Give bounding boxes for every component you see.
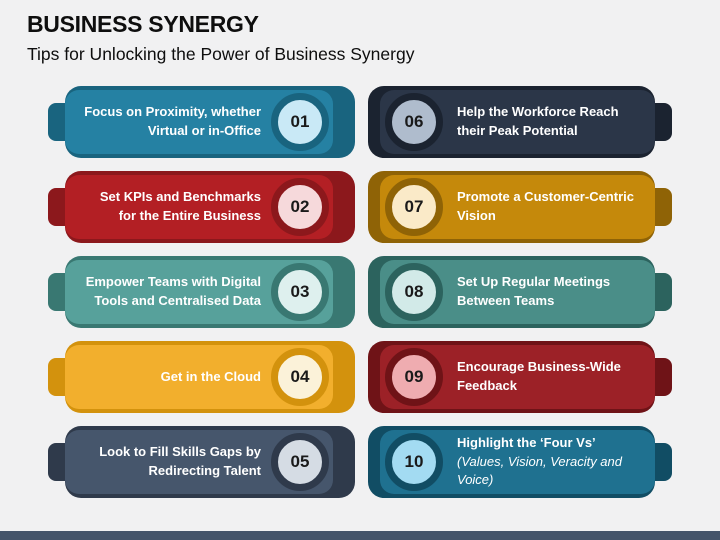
tip-pill: Empower Teams with Digital Tools and Cen… — [65, 260, 333, 324]
tip-text: Help the Workforce Reach their Peak Pote… — [457, 104, 619, 138]
tip-number: 05 — [290, 452, 310, 471]
tip-pill: Set KPIs and Benchmarks for the Entire B… — [65, 175, 333, 239]
tip-text: Focus on Proximity, whether Virtual or i… — [84, 104, 261, 138]
page-subtitle: Tips for Unlocking the Power of Business… — [27, 44, 415, 64]
footer-bar — [0, 531, 720, 540]
tip-number-badge: 09 — [385, 348, 443, 406]
tip-text-italic: (Values, Vision, Veracity and Voice) — [457, 453, 622, 488]
tip-number: 10 — [404, 452, 424, 471]
tip-item-05: Look to Fill Skills Gaps by Redirecting … — [48, 426, 355, 498]
tip-number: 01 — [290, 112, 310, 131]
tip-number-badge: 08 — [385, 263, 443, 321]
tip-item-08: 08 Set Up Regular Meetings Between Teams — [368, 256, 672, 328]
tip-pill: 07 Promote a Customer-Centric Vision — [380, 175, 655, 239]
tip-pill: Focus on Proximity, whether Virtual or i… — [65, 90, 333, 154]
tip-number: 02 — [290, 197, 310, 216]
page-title: BUSINESS SYNERGY — [27, 11, 259, 37]
tip-text-normal: Highlight the ‘Four Vs’ — [457, 434, 595, 450]
tip-item-02: Set KPIs and Benchmarks for the Entire B… — [48, 171, 355, 243]
tip-item-06: 06 Help the Workforce Reach their Peak P… — [368, 86, 672, 158]
tip-item-10: 10 Highlight the ‘Four Vs’ (Values, Visi… — [368, 426, 672, 498]
tip-text: Promote a Customer-Centric Vision — [457, 189, 634, 223]
tip-number-badge: 05 — [271, 433, 329, 491]
tip-pill: 06 Help the Workforce Reach their Peak P… — [380, 90, 655, 154]
tip-item-09: 09 Encourage Business-Wide Feedback — [368, 341, 672, 413]
tip-text: Highlight the ‘Four Vs’ (Values, Vision,… — [443, 434, 645, 491]
tip-number-badge: 04 — [271, 348, 329, 406]
tip-text: Look to Fill Skills Gaps by Redirecting … — [99, 444, 261, 478]
tip-number: 04 — [290, 367, 310, 386]
tip-pill: 10 Highlight the ‘Four Vs’ (Values, Visi… — [380, 430, 655, 494]
tip-number-badge: 10 — [385, 433, 443, 491]
tip-text: Encourage Business-Wide Feedback — [457, 359, 621, 393]
tip-number: 09 — [404, 367, 424, 386]
tip-pill: 08 Set Up Regular Meetings Between Teams — [380, 260, 655, 324]
tip-pill: 09 Encourage Business-Wide Feedback — [380, 345, 655, 409]
tip-number-badge: 07 — [385, 178, 443, 236]
tip-text: Get in the Cloud — [160, 368, 261, 384]
tip-number: 06 — [404, 112, 424, 131]
tip-number-badge: 01 — [271, 93, 329, 151]
tip-number-badge: 03 — [271, 263, 329, 321]
tip-item-01: Focus on Proximity, whether Virtual or i… — [48, 86, 355, 158]
tip-item-03: Empower Teams with Digital Tools and Cen… — [48, 256, 355, 328]
tip-text: Set Up Regular Meetings Between Teams — [457, 274, 611, 308]
tip-number: 08 — [404, 282, 424, 301]
tip-pill: Look to Fill Skills Gaps by Redirecting … — [65, 430, 333, 494]
tip-pill: Get in the Cloud 04 — [65, 345, 333, 409]
tip-number-badge: 06 — [385, 93, 443, 151]
tip-item-04: Get in the Cloud 04 — [48, 341, 355, 413]
tip-number-badge: 02 — [271, 178, 329, 236]
tip-text: Set KPIs and Benchmarks for the Entire B… — [99, 189, 261, 223]
tip-number: 07 — [404, 197, 424, 216]
tip-item-07: 07 Promote a Customer-Centric Vision — [368, 171, 672, 243]
tip-text: Empower Teams with Digital Tools and Cen… — [85, 274, 261, 308]
tip-number: 03 — [290, 282, 310, 301]
